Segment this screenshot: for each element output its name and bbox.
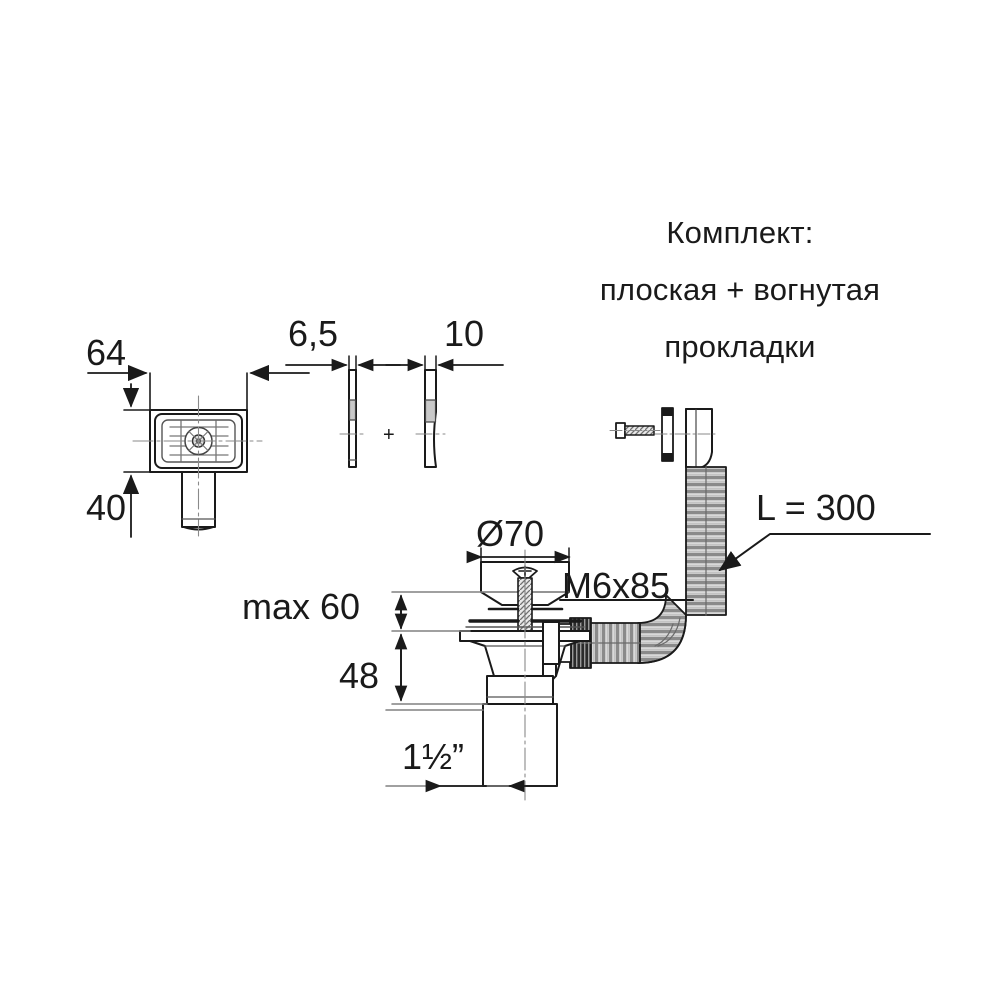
dimension-40 xyxy=(122,383,187,538)
dimension-diameter-70 xyxy=(466,547,571,567)
dimension-label-diameter-70: Ø70 xyxy=(476,513,545,554)
kit-note-line2: плоская + вогнутая xyxy=(599,272,881,307)
dimension-label-max-60: max 60 xyxy=(242,586,361,627)
dimension-label-48: 48 xyxy=(339,655,380,696)
dimension-10 xyxy=(385,355,504,375)
dimension-label-10: 10 xyxy=(444,313,485,354)
hose-length-leader xyxy=(718,533,931,572)
dimension-outlet-thread xyxy=(385,709,558,793)
dimension-label-6-5: 6,5 xyxy=(288,313,339,354)
kit-note-line3: прокладки xyxy=(664,329,816,364)
corrugated-flex-hose-drawing xyxy=(547,466,727,669)
dimension-6-5 xyxy=(285,355,401,375)
dimension-label-40: 40 xyxy=(86,487,127,528)
dimension-label-64: 64 xyxy=(86,332,127,373)
dimension-chain-vertical xyxy=(391,591,516,705)
small-bolt-drawing xyxy=(609,422,661,439)
flat-gasket-drawing xyxy=(339,369,366,468)
gasket-plus-sign: + xyxy=(383,424,395,446)
concave-gasket-drawing xyxy=(415,369,446,468)
overflow-cover-plate-drawing xyxy=(132,395,263,537)
overflow-elbow-drawing xyxy=(677,408,717,469)
kit-note-line1: Комплект: xyxy=(666,215,814,250)
spacer-bushing-drawing xyxy=(654,407,682,462)
dimension-label-hose-length: L = 300 xyxy=(756,487,876,528)
dimension-label-bolt-spec: M6x85 xyxy=(562,565,671,606)
drain-body-drawing xyxy=(459,549,591,801)
dimension-label-outlet-thread: 1½” xyxy=(402,736,465,777)
